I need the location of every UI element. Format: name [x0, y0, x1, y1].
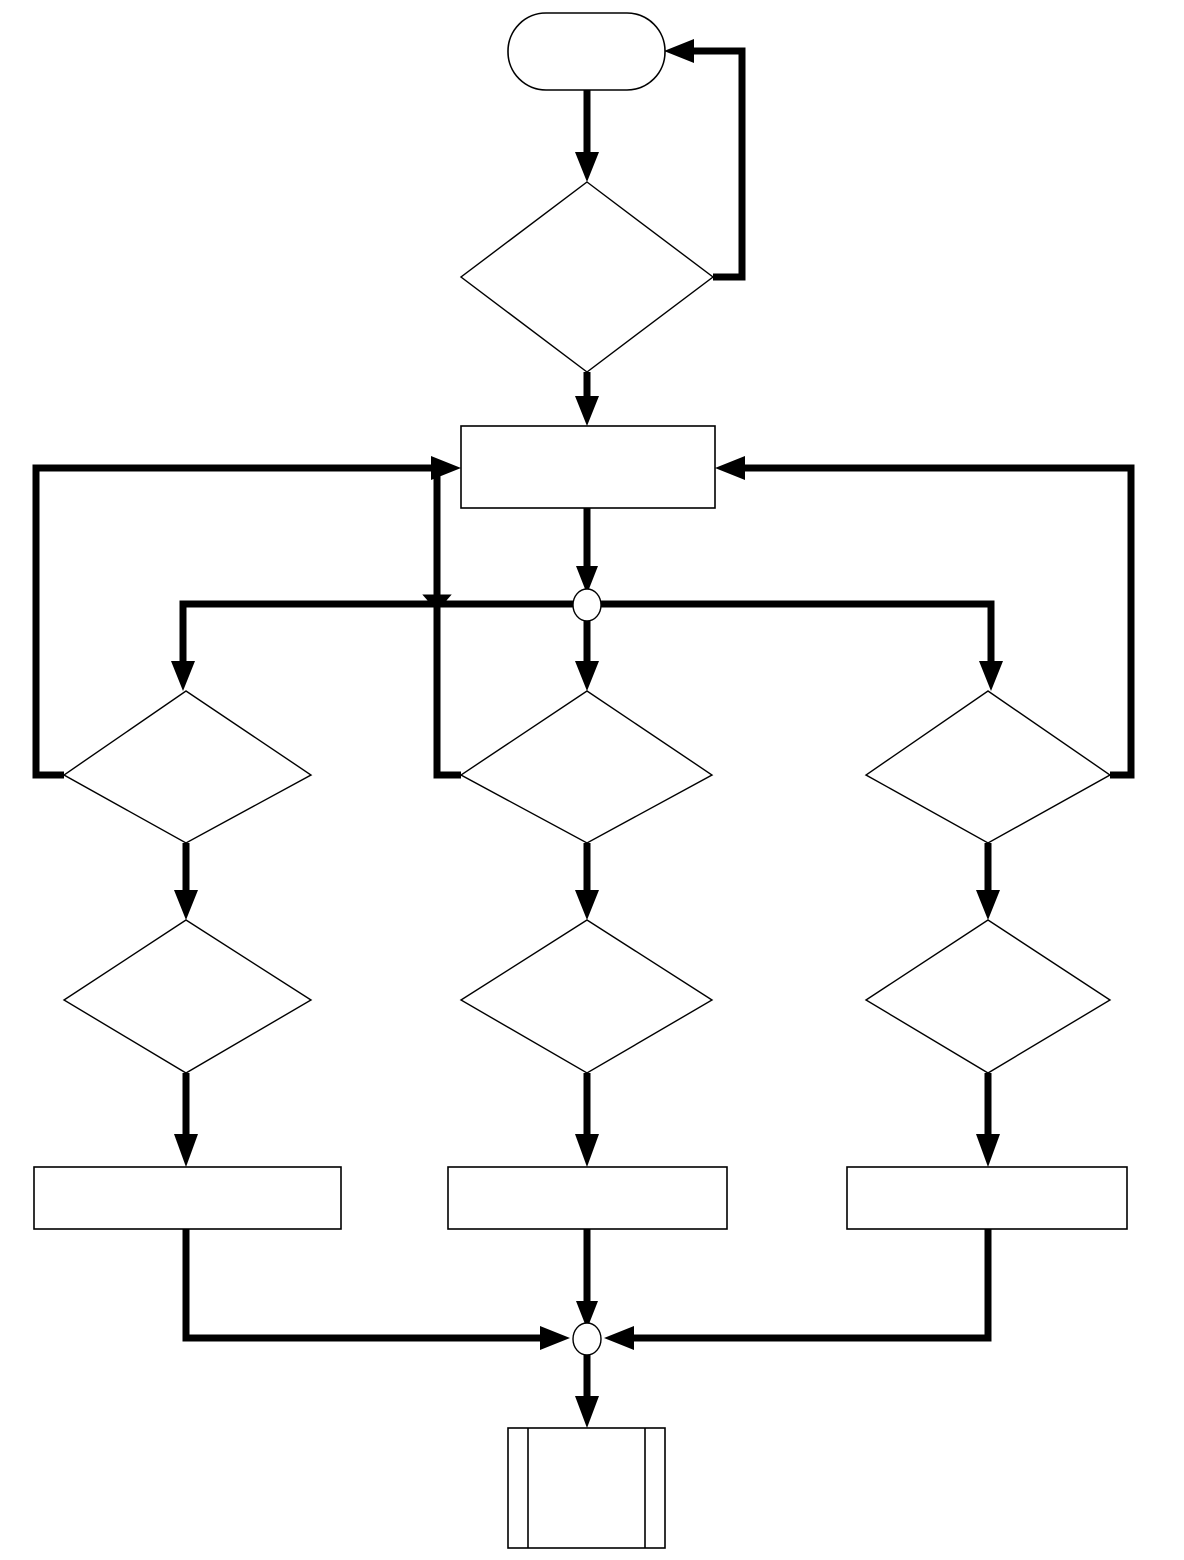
- arrowhead-decision-right-1-to-main-process: [715, 456, 745, 480]
- edge-process-left-to-merge: [182, 1229, 549, 1342]
- arrowhead-process-right-to-merge: [604, 1326, 634, 1350]
- arrowhead-split-to-middle-branch: [575, 661, 599, 691]
- node-merge-junction[interactable]: [572, 1322, 602, 1356]
- arrowhead-decision-left-2-to-process-left: [174, 1134, 198, 1167]
- node-subroutine-end[interactable]: [507, 1427, 666, 1549]
- arrowhead-merge-to-subroutine: [575, 1396, 599, 1428]
- arrowhead-decision-top-to-start: [664, 39, 694, 63]
- arrowhead-decision-right-1-to-decision-right-2: [976, 890, 1000, 920]
- arrowhead-decision-right-2-to-process-right: [976, 1134, 1000, 1167]
- edge-decision-middle-1-to-main-process: [433, 613, 461, 779]
- edge-process-right-to-merge: [625, 1229, 992, 1342]
- edge-split-to-right-branch: [574, 600, 995, 672]
- arrowhead-split-to-left-branch: [171, 661, 195, 691]
- node-decision-left-2[interactable]: [62, 919, 313, 1074]
- node-start[interactable]: [507, 12, 666, 91]
- arrowhead-decision-left-1-to-decision-left-2: [174, 890, 198, 920]
- edge-decision-right-1-to-main-process: [734, 464, 1135, 779]
- node-process-left[interactable]: [33, 1166, 342, 1230]
- arrowhead-decision-middle-2-to-process-middle: [575, 1134, 599, 1167]
- edge-layer: [32, 39, 1135, 1428]
- node-decision-middle-1[interactable]: [459, 690, 714, 844]
- node-process-right[interactable]: [846, 1166, 1128, 1230]
- arrowhead-main-process-to-split-junction: [576, 566, 598, 594]
- node-main-process[interactable]: [460, 425, 716, 509]
- node-decision-right-1[interactable]: [864, 690, 1112, 844]
- arrowhead-process-left-to-merge: [540, 1326, 570, 1350]
- node-decision-top[interactable]: [459, 181, 715, 373]
- node-process-middle[interactable]: [447, 1166, 728, 1230]
- arrowhead-decision-top-to-main-process: [575, 396, 599, 426]
- node-layer: [33, 12, 1128, 1549]
- edge-split-to-left-branch: [179, 600, 600, 672]
- node-decision-right-2[interactable]: [864, 919, 1112, 1074]
- node-split-junction[interactable]: [572, 588, 602, 622]
- arrowhead-process-middle-to-merge: [576, 1301, 598, 1329]
- edge-decision-left-1-to-main-process: [32, 464, 442, 779]
- arrowhead-decision-middle-1-to-decision-middle-2: [575, 890, 599, 920]
- arrowhead-split-to-right-branch: [979, 661, 1003, 691]
- node-decision-middle-2[interactable]: [459, 919, 714, 1074]
- edge-decision-top-to-start: [683, 47, 746, 281]
- arrowhead-start-to-decision-top: [575, 152, 599, 182]
- node-decision-left-1[interactable]: [62, 690, 313, 844]
